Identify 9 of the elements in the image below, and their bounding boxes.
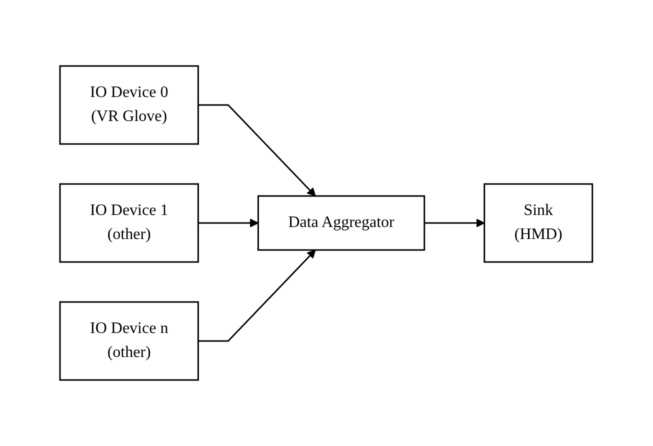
- arrow: [424, 218, 486, 228]
- arrow: [198, 104, 316, 196]
- node-box: Sink (HMD): [484, 183, 594, 263]
- arrow: [198, 218, 259, 228]
- node-box: IO Device n (other): [60, 301, 200, 381]
- node-box: Data Aggregator: [258, 195, 426, 251]
- node-box: IO Device 0 (VR Glove): [60, 65, 200, 145]
- node-box: IO Device 1 (other): [60, 183, 200, 263]
- arrow: [198, 250, 316, 342]
